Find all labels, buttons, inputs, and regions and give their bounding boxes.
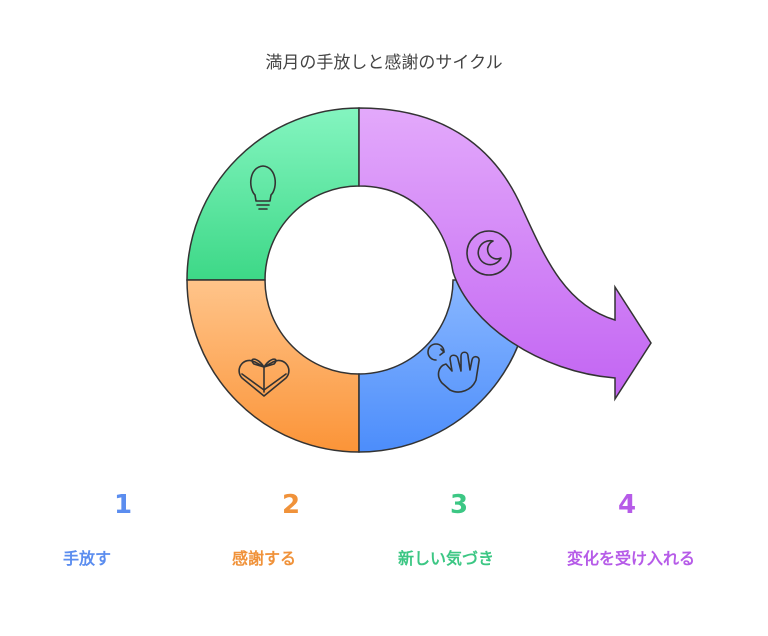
segment-new-insight (186, 107, 360, 281)
lightbulb-icon (249, 165, 277, 210)
step-2-number: 2 (281, 490, 301, 520)
diagram-title: 満月の手放しと感謝のサイクル (265, 53, 503, 73)
step-2-label: 感謝する (232, 549, 297, 568)
hand-wave-icon (427, 343, 480, 393)
heart-gift-icon (238, 358, 290, 397)
step-3-number: 3 (449, 490, 469, 520)
segment-accept-change (358, 107, 652, 402)
step-4-number: 4 (617, 490, 637, 520)
step-4-label: 変化を受け入れる (567, 549, 696, 568)
step-3-label: 新しい気づき (398, 549, 495, 568)
step-1-number: 1 (113, 490, 133, 520)
segment-gratitude (186, 279, 360, 453)
moon-icon (466, 230, 512, 276)
step-1-label: 手放す (63, 549, 112, 568)
